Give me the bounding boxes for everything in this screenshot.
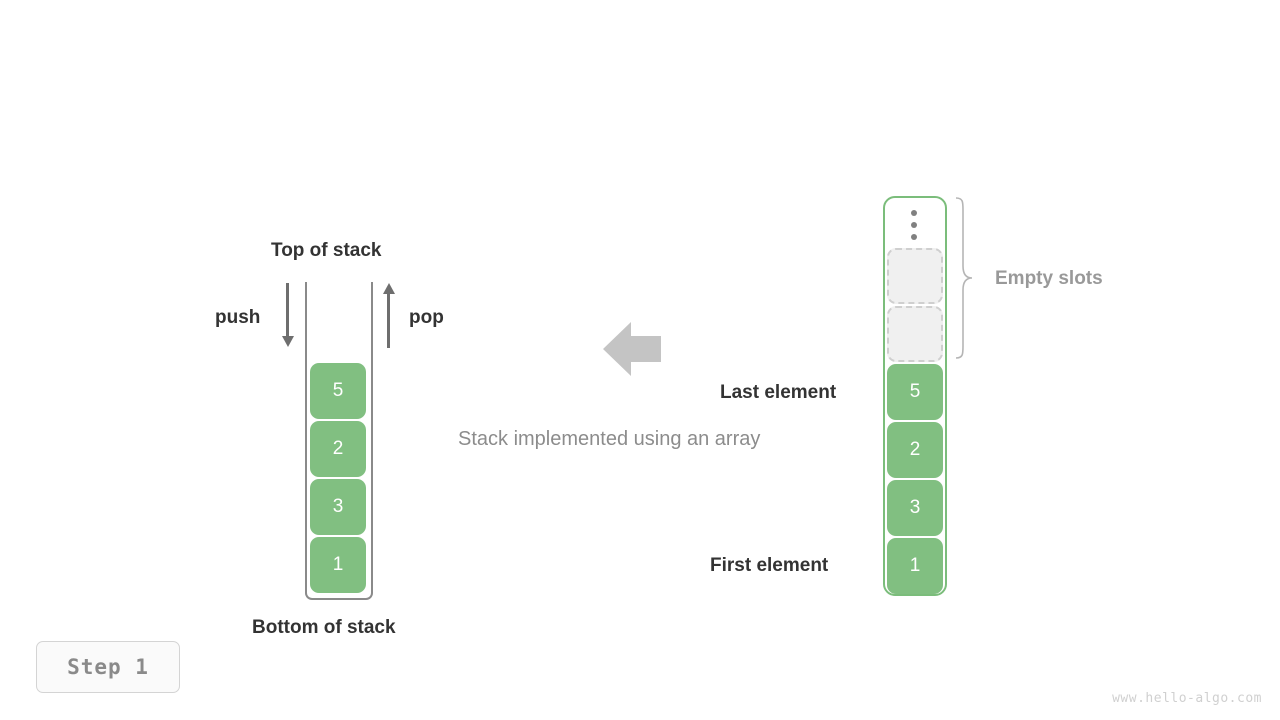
- last-element-label: Last element: [720, 382, 837, 403]
- first-element-label: First element: [710, 555, 829, 576]
- push-label: push: [215, 307, 261, 328]
- arrow-up-icon: [383, 283, 395, 294]
- array-cell: 3: [887, 480, 943, 536]
- stack-cell: 1: [310, 537, 366, 593]
- pop-label: pop: [409, 307, 444, 328]
- step-badge: Step 1: [36, 641, 180, 693]
- top-of-stack-label: Top of stack: [271, 240, 382, 261]
- array-empty-slot: [887, 248, 943, 304]
- pop-arrow-shaft: [387, 294, 390, 348]
- stack-cell: 5: [310, 363, 366, 419]
- bottom-of-stack-label: Bottom of stack: [252, 617, 396, 638]
- stack-cell: 3: [310, 479, 366, 535]
- push-arrow-shaft: [286, 283, 289, 337]
- watermark: www.hello-algo.com: [1112, 691, 1262, 706]
- array-cell: 5: [887, 364, 943, 420]
- stack-cell-list: 5 2 3 1: [310, 363, 368, 593]
- diagram-caption: Stack implemented using an array: [458, 428, 761, 450]
- transform-arrow-icon: [603, 322, 661, 376]
- array-empty-slot: [887, 306, 943, 362]
- vertical-ellipsis-icon: [908, 210, 920, 240]
- empty-slots-label: Empty slots: [995, 268, 1103, 289]
- curly-brace-icon: [955, 197, 973, 359]
- array-container: [883, 196, 947, 596]
- stack-container: [305, 282, 373, 600]
- stack-cell: 2: [310, 421, 366, 477]
- array-cell-list: 5 2 3 1: [887, 248, 943, 594]
- arrow-down-icon: [282, 336, 294, 347]
- array-cell: 2: [887, 422, 943, 478]
- array-cell: 1: [887, 538, 943, 594]
